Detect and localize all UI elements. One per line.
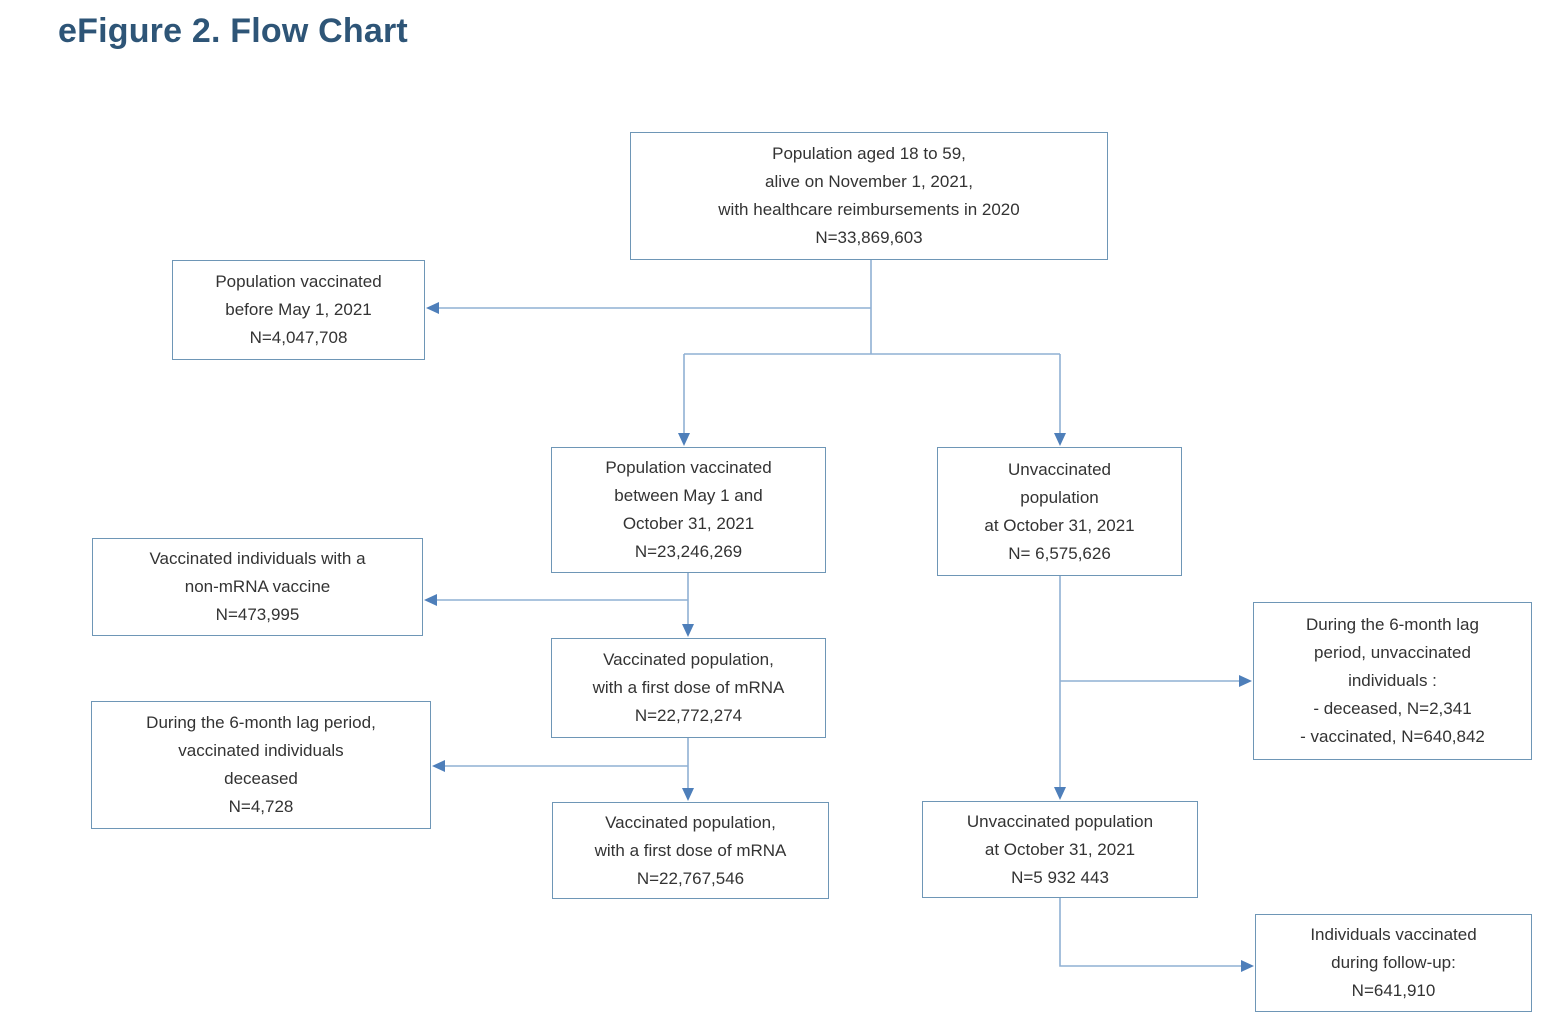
box-vaccinated-before-may: Population vaccinated before May 1, 2021… — [172, 260, 425, 360]
box-vaccinated-followup-text: Individuals vaccinated during follow-up:… — [1310, 925, 1477, 1000]
arrowhead-non-mrna — [424, 594, 437, 606]
arrowhead-to-first-dose — [682, 624, 694, 637]
box-vaccinated-may-october: Population vaccinated between May 1 and … — [551, 447, 826, 573]
box-unvaccinated-october-text: Unvaccinated population at October 31, 2… — [984, 459, 1135, 563]
box-lag-vaccinated-deceased: During the 6-month lag period, vaccinate… — [91, 701, 431, 829]
box-unvaccinated-final-text: Unvaccinated population at October 31, 2… — [966, 811, 1154, 887]
box-total-population: Population aged 18 to 59, alive on Novem… — [630, 132, 1108, 260]
box-first-dose-mrna-final-text: Vaccinated population, with a first dose… — [594, 812, 787, 888]
box-unvaccinated-october: Unvaccinated population at October 31, 2… — [937, 447, 1182, 576]
box-unvaccinated-final: Unvaccinated population at October 31, 2… — [922, 801, 1198, 898]
box-non-mrna-vaccine: Vaccinated individuals with a non-mRNA v… — [92, 538, 423, 636]
box-first-dose-mrna-final: Vaccinated population, with a first dose… — [552, 802, 829, 899]
arrowhead-to-unvaccinated — [1054, 433, 1066, 446]
arrowhead-to-first-dose-final — [682, 788, 694, 801]
arrowhead-lag-deceased — [432, 760, 445, 772]
arrowhead-before-may — [426, 302, 439, 314]
box-lag-vaccinated-deceased-text: During the 6-month lag period, vaccinate… — [146, 713, 376, 816]
arrowhead-followup — [1241, 960, 1254, 972]
connector-followup — [1059, 898, 1242, 967]
box-first-dose-mrna-text: Vaccinated population, with a first dose… — [592, 650, 785, 725]
figure-title: eFigure 2. Flow Chart — [58, 12, 408, 50]
box-non-mrna-vaccine-text: Vaccinated individuals with a non-mRNA v… — [149, 549, 366, 624]
box-total-population-text: Population aged 18 to 59, alive on Novem… — [718, 144, 1020, 247]
box-vaccinated-may-october-text: Population vaccinated between May 1 and … — [605, 458, 772, 561]
box-first-dose-mrna: Vaccinated population, with a first dose… — [551, 638, 826, 738]
box-vaccinated-before-may-text: Population vaccinated before May 1, 2021… — [215, 272, 382, 347]
arrowhead-to-unvaccinated-final — [1054, 787, 1066, 800]
box-lag-unvaccinated: During the 6-month lag period, unvaccina… — [1253, 602, 1532, 760]
arrowhead-lag-unvaccinated — [1239, 675, 1252, 687]
box-lag-unvaccinated-text: During the 6-month lag period, unvaccina… — [1300, 615, 1485, 746]
arrowhead-to-may-october — [678, 433, 690, 446]
box-vaccinated-followup: Individuals vaccinated during follow-up:… — [1255, 914, 1532, 1012]
